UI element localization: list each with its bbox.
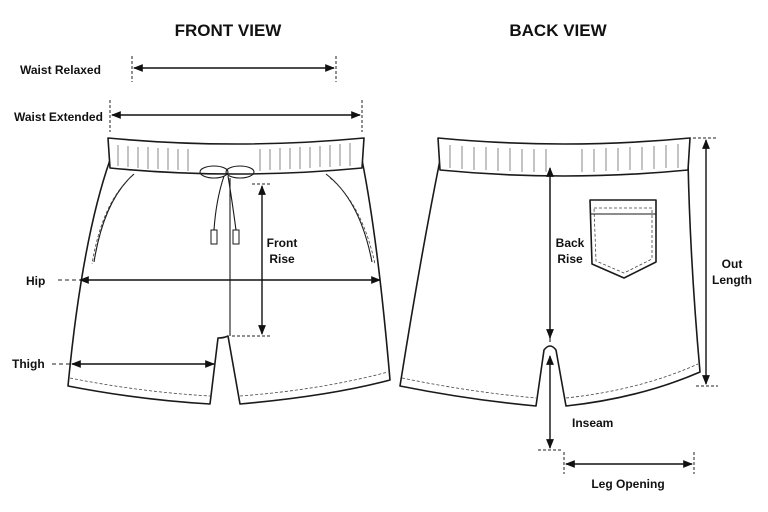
out-length-label-line2: Length <box>712 273 752 287</box>
waist-extended-label: Waist Extended <box>14 110 103 124</box>
back-rise-label-line1: Back <box>556 236 585 250</box>
front-waistband <box>107 137 365 175</box>
waist-extended-measure <box>109 100 363 132</box>
front-shorts-body <box>67 159 391 405</box>
back-view-title: BACK VIEW <box>509 21 607 40</box>
front-rise-label-line2: Rise <box>269 252 295 266</box>
front-right-pocket <box>325 173 373 263</box>
back-waistband <box>437 137 691 177</box>
front-waistband-shirring <box>117 143 351 171</box>
leg-opening-measure <box>563 452 695 474</box>
back-rise-label-line2: Rise <box>557 252 583 266</box>
front-view-title: FRONT VIEW <box>175 21 283 40</box>
waist-relaxed-measure <box>131 56 337 82</box>
leg-opening-label: Leg Opening <box>591 477 664 491</box>
back-left-hem <box>401 377 537 399</box>
front-rise-measure <box>232 183 272 337</box>
thigh-label: Thigh <box>12 357 45 371</box>
inseam-label: Inseam <box>572 416 613 430</box>
out-length-label-line1: Out <box>722 257 743 271</box>
back-waistband-shirring <box>449 144 679 172</box>
back-right-hem <box>565 363 699 399</box>
drawcord <box>199 165 255 245</box>
front-rise-label-line1: Front <box>267 236 298 250</box>
front-right-hem <box>239 371 389 397</box>
waist-relaxed-label: Waist Relaxed <box>20 63 101 77</box>
back-patch-pocket <box>589 199 657 279</box>
inseam-measure <box>538 355 562 451</box>
hip-label: Hip <box>26 274 45 288</box>
front-left-hem <box>69 377 211 397</box>
out-length-measure <box>688 137 718 387</box>
